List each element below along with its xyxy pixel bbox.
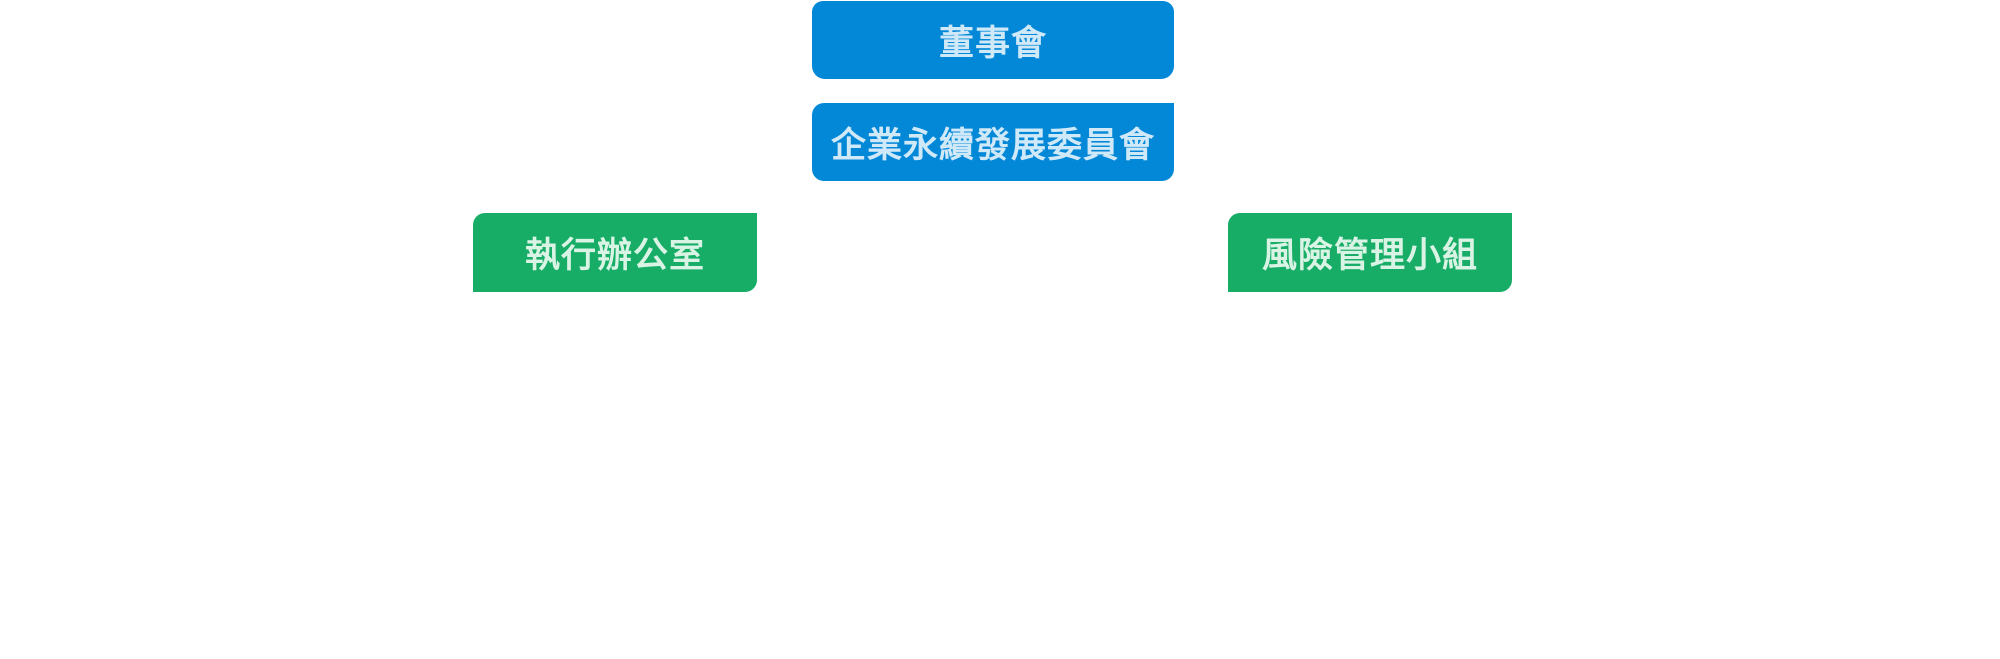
risk-management-group-node: 風險管理小組 — [1228, 213, 1512, 292]
board-node: 董事會 — [812, 1, 1174, 79]
sustainability-committee-node: 企業永續發展委員會 — [812, 103, 1174, 181]
executive-office-node: 執行辦公室 — [473, 213, 757, 292]
